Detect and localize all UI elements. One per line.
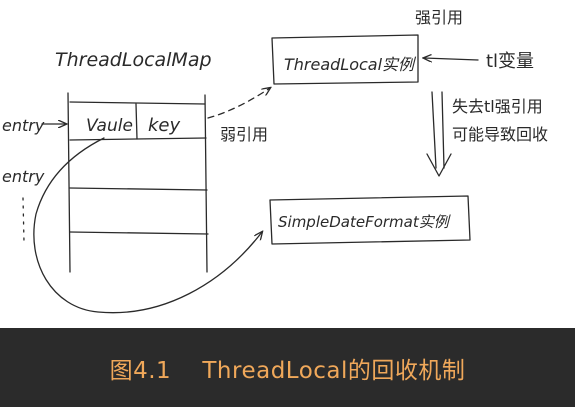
weak-ref-arrow (207, 88, 270, 119)
entry-label-2: entry (2, 167, 45, 186)
down-arrow-line-1 (431, 91, 437, 169)
strong-ref-arrow (424, 58, 479, 60)
column-divider (135, 103, 138, 140)
map-left-border (67, 92, 71, 273)
tl-variable-label: tl变量 (486, 51, 534, 72)
map-title: ThreadLocalMap (55, 49, 212, 71)
strong-ref-label: 强引用 (415, 8, 463, 27)
caption-bar: 图4.1 ThreadLocal的回收机制 (0, 328, 575, 407)
value-ref-curve (33, 137, 262, 314)
entry-label: entry (2, 116, 45, 135)
threadlocal-instance-label: ThreadLocal实例 (284, 55, 417, 74)
sdf-instance-label: SimpleDateFormat实例 (278, 213, 451, 231)
figure-caption: 图4.1 ThreadLocal的回收机制 (109, 357, 466, 384)
continuation-dots (22, 197, 25, 243)
threadlocal-box (271, 34, 419, 85)
col-value-label: Vaule (86, 116, 133, 136)
row-divider-1 (69, 137, 207, 141)
release-line-2: 可能导致回收 (452, 125, 548, 144)
release-line-1: 失去tl强引用 (452, 97, 543, 116)
diagram-area: ThreadLocalMap Vaule key entry entry 弱引用 (2, 8, 549, 314)
row-divider-2 (69, 187, 208, 191)
row-divider-3 (69, 231, 209, 235)
threadlocal-diagram: ThreadLocalMap Vaule key entry entry 弱引用 (2, 8, 548, 314)
down-arrow-line-2 (441, 91, 445, 169)
col-key-label: key (148, 115, 180, 136)
down-arrow-head (426, 153, 452, 177)
weak-ref-label: 弱引用 (220, 125, 268, 144)
sdf-box (269, 195, 471, 245)
map-top-line (69, 101, 206, 105)
map-right-border (204, 94, 208, 273)
